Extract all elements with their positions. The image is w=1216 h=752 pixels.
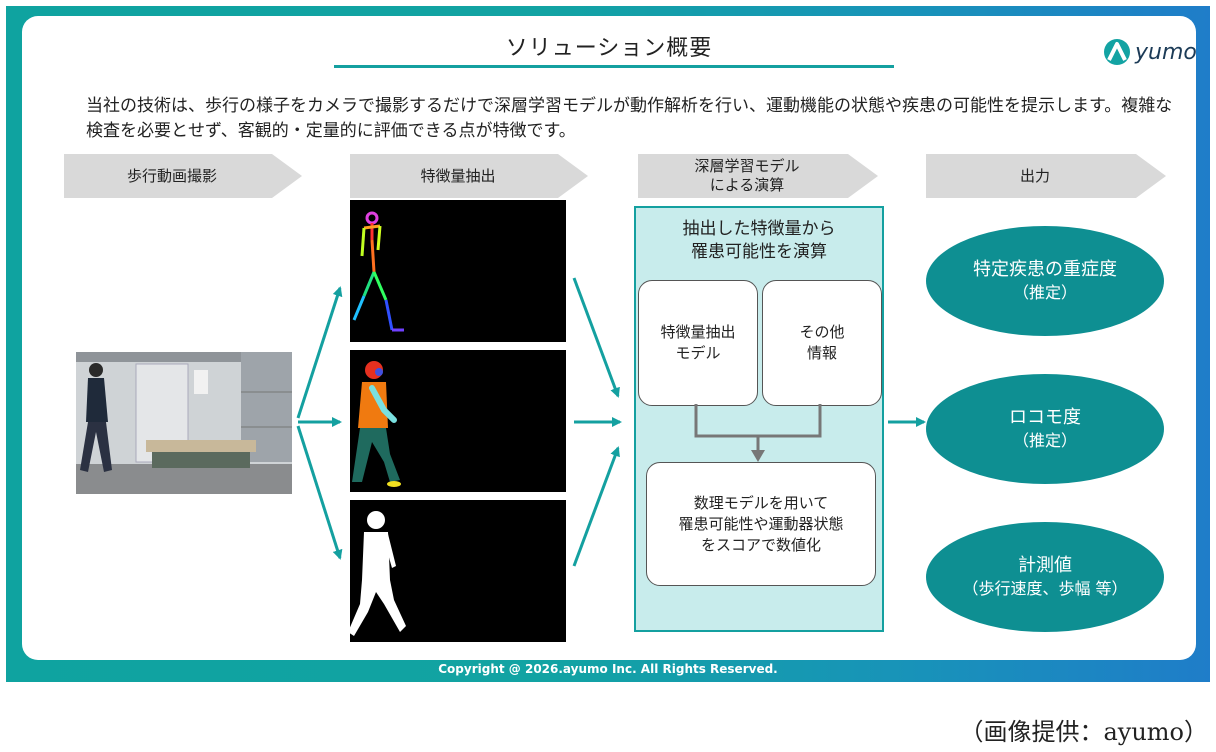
output-measurements-title: 計測値	[1018, 555, 1072, 576]
slide-title: ソリューション概要	[505, 36, 713, 61]
flow-arrows	[296, 277, 926, 567]
output-measurements-note: （歩行速度、歩幅 等）	[962, 579, 1128, 598]
other-info-box: その他 情報	[762, 280, 882, 406]
step-label: 出力	[1019, 166, 1050, 185]
output-locomo-note: （推定）	[1012, 431, 1077, 450]
other-info-label: その他 情報	[799, 323, 845, 362]
step-feature-extraction: 特徴量抽出	[350, 154, 588, 198]
step-output: 出力	[926, 154, 1166, 198]
output-severity-title: 特定疾患の重症度	[973, 259, 1117, 280]
feature-model-box: 特徴量抽出 モデル	[638, 280, 758, 406]
logo-text: yumo	[1135, 39, 1197, 65]
ayumo-logo: yumo	[1102, 38, 1197, 66]
deep-connector	[694, 404, 822, 462]
image-credit: （画像提供：ayumo）	[959, 718, 1208, 746]
output-severity-note: （推定）	[1012, 283, 1077, 302]
title-underline	[334, 65, 894, 68]
step-label: 特徴量抽出	[420, 166, 496, 185]
math-model-label: 数理モデルを用いて 罹患可能性や運動器状態 をスコアで数値化	[678, 493, 844, 554]
silhouette-pane	[350, 500, 566, 642]
segmentation-pane	[350, 350, 566, 492]
slide-card: ソリューション概要 yumo 当社の技術は、歩行の様子をカメラで撮影するだけで深…	[22, 16, 1197, 660]
output-measurements: 計測値 （歩行速度、歩幅 等）	[926, 522, 1164, 632]
output-severity: 特定疾患の重症度 （推定）	[926, 226, 1164, 336]
deep-block-title: 抽出した特徴量から 罹患可能性を演算	[682, 219, 836, 262]
step-walking-video: 歩行動画撮影	[64, 154, 302, 198]
deep-learning-block: 抽出した特徴量から 罹患可能性を演算 特徴量抽出 モデル その他 情報 数理モデ…	[634, 206, 884, 632]
step-label: 深層学習モデル による演算	[694, 157, 800, 194]
ayumo-logo-icon	[1104, 39, 1130, 65]
feature-model-label: 特徴量抽出 モデル	[660, 323, 736, 362]
math-model-box: 数理モデルを用いて 罹患可能性や運動器状態 をスコアで数値化	[646, 462, 876, 586]
step-deep-learning: 深層学習モデル による演算	[638, 154, 878, 198]
step-label: 歩行動画撮影	[126, 166, 217, 185]
slide-frame: ソリューション概要 yumo 当社の技術は、歩行の様子をカメラで撮影するだけで深…	[6, 6, 1210, 682]
skeleton-pane	[350, 200, 566, 342]
output-locomo: ロコモ度 （推定）	[926, 374, 1164, 484]
copyright-text: Copyright @ 2026.ayumo Inc. All Rights R…	[438, 662, 778, 676]
walking-photo	[76, 352, 292, 494]
intro-text: 当社の技術は、歩行の様子をカメラで撮影するだけで深層学習モデルが動作解析を行い、…	[86, 96, 1173, 141]
output-locomo-title: ロコモ度	[1009, 407, 1081, 428]
